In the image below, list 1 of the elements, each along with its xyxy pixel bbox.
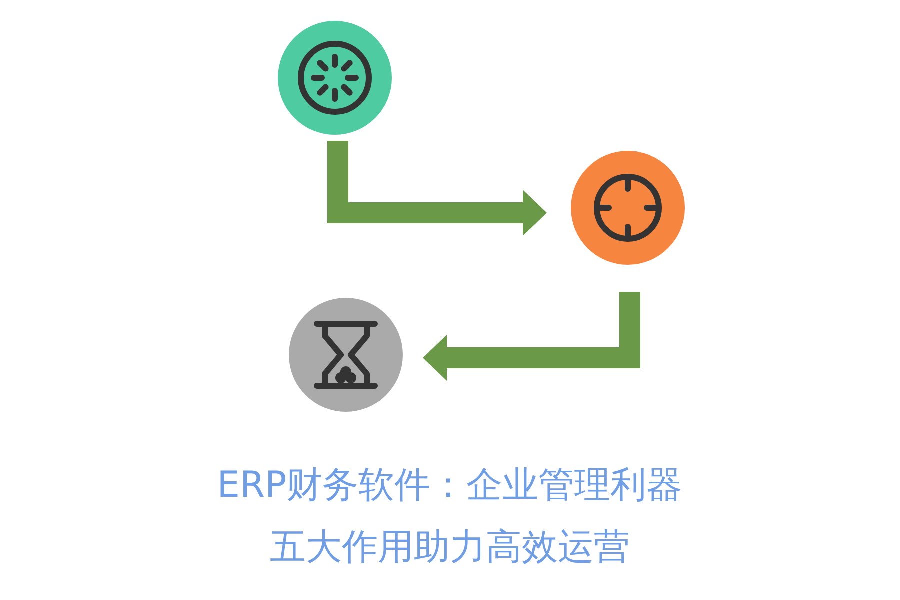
title: ERP财务软件：企业管理利器五大作用助力高效运营 bbox=[216, 464, 684, 570]
